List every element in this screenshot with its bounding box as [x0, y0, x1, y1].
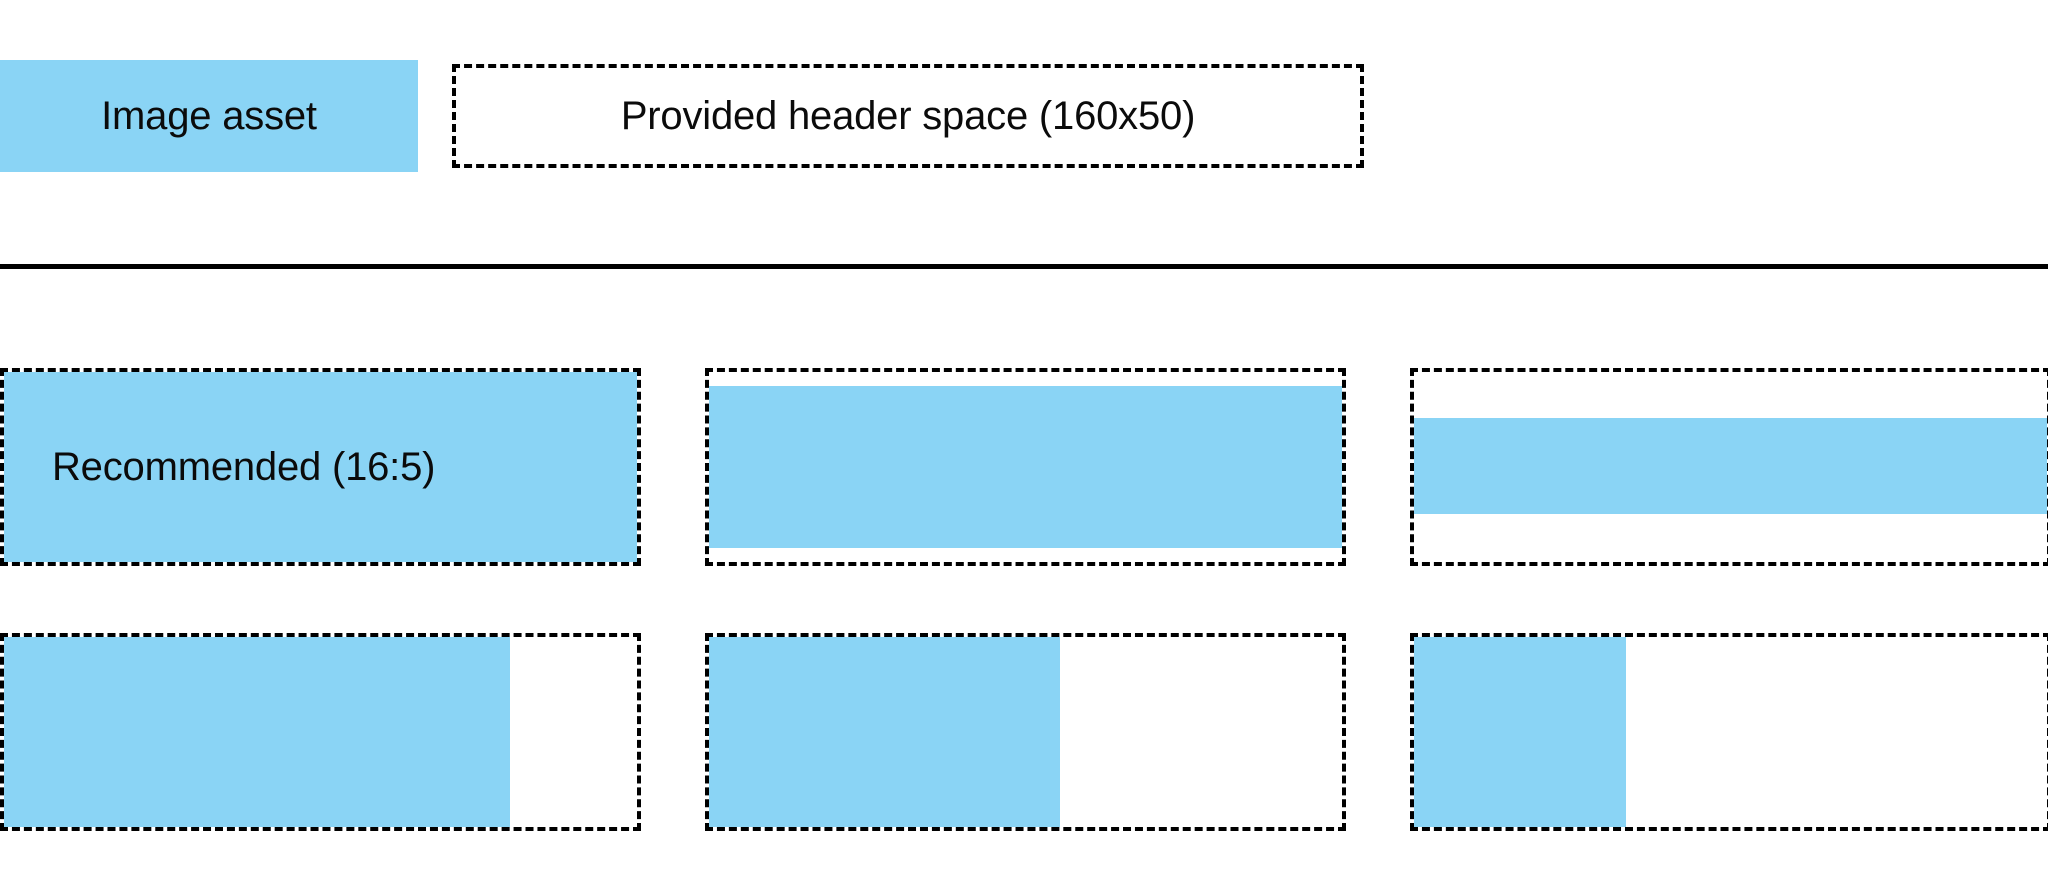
aspect-ratio-row: Recommended (16:5)	[0, 368, 2048, 566]
header-row: Image asset Provided header space (160x5…	[0, 60, 2048, 172]
section-divider	[0, 264, 2048, 269]
sample-cell-ratio-2	[705, 368, 1346, 566]
asset-fill	[709, 386, 1342, 548]
asset-fill	[1414, 418, 2047, 514]
sample-cell-width-3	[1410, 633, 2048, 831]
sample-cell-ratio-1: Recommended (16:5)	[0, 368, 641, 566]
image-asset-swatch: Image asset	[0, 60, 418, 172]
asset-fill	[4, 372, 637, 562]
sample-cell-width-2	[705, 633, 1346, 831]
asset-fill	[709, 637, 1061, 827]
sample-cell-ratio-3	[1410, 368, 2048, 566]
image-asset-label: Image asset	[101, 94, 317, 138]
recommended-ratio-label: Recommended (16:5)	[52, 445, 436, 489]
provided-header-space-box: Provided header space (160x50)	[452, 64, 1364, 168]
provided-header-space-label: Provided header space (160x50)	[620, 94, 1196, 138]
asset-fill	[1414, 637, 1627, 827]
asset-width-row	[0, 633, 2048, 831]
sample-cell-width-1	[0, 633, 641, 831]
asset-fill	[4, 637, 511, 827]
